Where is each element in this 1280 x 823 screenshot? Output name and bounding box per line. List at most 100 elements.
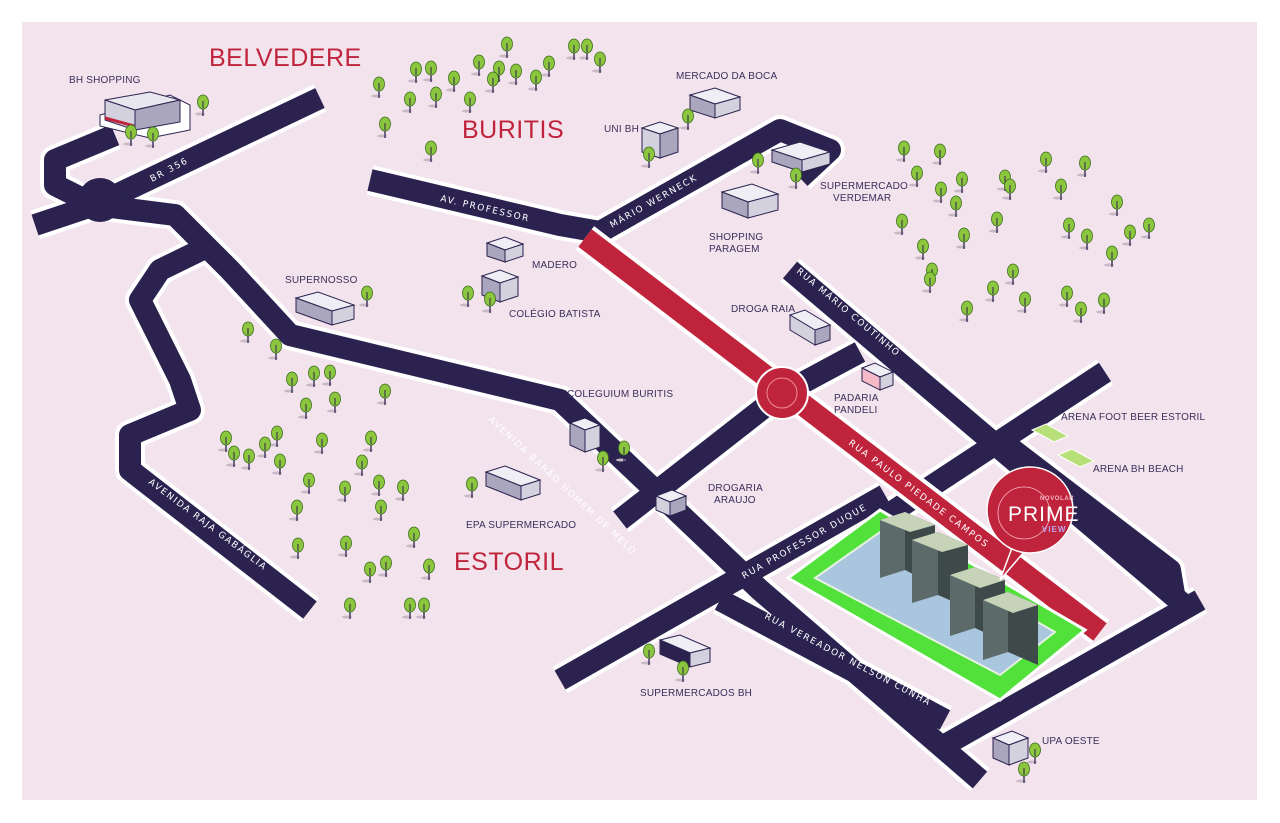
tree-icon bbox=[579, 38, 593, 60]
tree-icon bbox=[314, 432, 328, 454]
building-supermercados-bh[interactable] bbox=[658, 634, 712, 668]
tree-icon bbox=[406, 526, 420, 548]
tree-icon bbox=[322, 364, 336, 386]
tree-icon bbox=[788, 167, 802, 189]
tree-icon bbox=[1104, 245, 1118, 267]
tree-icon bbox=[933, 181, 947, 203]
tree-icon bbox=[423, 140, 437, 162]
label-supermercados-bh: SUPERMERCADOS BH bbox=[640, 688, 752, 699]
pin-name: PRIME bbox=[1008, 503, 1080, 526]
tree-icon bbox=[342, 597, 356, 619]
label-droga-raia: DROGA RAIA bbox=[731, 304, 795, 315]
tree-icon bbox=[377, 116, 391, 138]
tree-icon bbox=[1122, 224, 1136, 246]
building-madero[interactable] bbox=[485, 236, 525, 263]
tree-icon bbox=[373, 499, 387, 521]
tree-icon bbox=[377, 383, 391, 405]
tree-icon bbox=[989, 211, 1003, 233]
tree-icon bbox=[218, 430, 232, 452]
building-arena-bh-beach[interactable] bbox=[1056, 448, 1096, 468]
tree-icon bbox=[272, 453, 286, 475]
label-supernosso: SUPERNOSSO bbox=[285, 275, 358, 286]
tree-icon bbox=[595, 450, 609, 472]
tree-icon bbox=[327, 391, 341, 413]
tree-icon bbox=[1073, 301, 1087, 323]
tree-icon bbox=[268, 338, 282, 360]
tree-icon bbox=[195, 94, 209, 116]
tree-group bbox=[123, 36, 1155, 783]
tree-icon bbox=[428, 86, 442, 108]
tree-icon bbox=[482, 291, 496, 313]
tree-icon bbox=[528, 69, 542, 91]
project-pin-prime-view[interactable]: NOVOLAR PRIME VIEW bbox=[986, 466, 1080, 581]
road-br-356 bbox=[90, 88, 325, 215]
tree-icon bbox=[641, 146, 655, 168]
tree-icon bbox=[378, 555, 392, 577]
tree-icon bbox=[421, 558, 435, 580]
tree-icon bbox=[508, 63, 522, 85]
tree-icon bbox=[402, 91, 416, 113]
tree-icon bbox=[1002, 178, 1016, 200]
building-uni-bh[interactable] bbox=[640, 121, 680, 159]
tree-icon bbox=[1079, 228, 1093, 250]
tree-icon bbox=[362, 561, 376, 583]
label-padaria-pandeli-2: PANDELI bbox=[834, 405, 877, 416]
tree-icon bbox=[1141, 217, 1155, 239]
tree-icon bbox=[954, 171, 968, 193]
building-coleguium-buritis[interactable] bbox=[568, 417, 602, 453]
tree-icon bbox=[932, 143, 946, 165]
label-supermercado-verdemar-2: VERDEMAR bbox=[833, 193, 891, 204]
neighborhood-estoril: ESTORIL bbox=[454, 548, 564, 576]
label-coleguium-buritis: COLEGUIUM BURITIS bbox=[567, 389, 673, 400]
tree-icon bbox=[416, 597, 430, 619]
tree-icon bbox=[641, 643, 655, 665]
tree-icon bbox=[675, 660, 689, 682]
label-upa-oeste: UPA OESTE bbox=[1042, 736, 1100, 747]
tree-icon bbox=[446, 70, 460, 92]
tree-icon bbox=[1109, 194, 1123, 216]
label-madero: MADERO bbox=[532, 260, 577, 271]
building-shopping-paragem[interactable] bbox=[720, 183, 780, 219]
tree-icon bbox=[1061, 217, 1075, 239]
tree-icon bbox=[354, 454, 368, 476]
tree-icon bbox=[306, 365, 320, 387]
building-arena-foot-beer[interactable] bbox=[1030, 423, 1070, 443]
tree-icon bbox=[123, 124, 137, 146]
building-supermercado-verdemar[interactable] bbox=[770, 141, 832, 173]
tree-icon bbox=[290, 537, 304, 559]
tree-icon bbox=[371, 474, 385, 496]
tree-icon bbox=[1053, 178, 1067, 200]
project-site[interactable] bbox=[785, 508, 1088, 702]
tree-icon bbox=[541, 55, 555, 77]
building-epa-supermercado[interactable] bbox=[484, 465, 542, 501]
building-droga-raia[interactable] bbox=[788, 309, 832, 346]
tree-icon bbox=[1077, 155, 1091, 177]
pin-brand: NOVOLAR bbox=[1040, 496, 1074, 502]
label-colegio-batista: COLÉGIO BATISTA bbox=[509, 307, 601, 320]
tree-icon bbox=[1027, 742, 1041, 764]
tree-icon bbox=[915, 238, 929, 260]
building-mercado-da-boca[interactable] bbox=[688, 87, 742, 119]
building-drogaria-araujo[interactable] bbox=[654, 489, 688, 517]
tree-icon bbox=[395, 479, 409, 501]
tree-icon bbox=[337, 480, 351, 502]
tree-icon bbox=[289, 499, 303, 521]
roundabout-br-356 bbox=[78, 178, 122, 222]
tree-icon bbox=[460, 285, 474, 307]
tree-icon bbox=[1038, 151, 1052, 173]
label-drogaria-araujo-1: DROGARIA bbox=[708, 483, 763, 494]
tree-icon bbox=[269, 425, 283, 447]
tree-icon bbox=[462, 91, 476, 113]
tree-icon bbox=[680, 108, 694, 130]
tree-icon bbox=[959, 300, 973, 322]
tree-icon bbox=[423, 60, 437, 82]
tree-icon bbox=[616, 440, 630, 462]
building-padaria-pandeli[interactable] bbox=[860, 362, 895, 391]
tree-icon bbox=[985, 280, 999, 302]
building-bh-shopping[interactable] bbox=[99, 91, 191, 139]
building-supernosso[interactable] bbox=[294, 291, 356, 326]
tree-icon bbox=[338, 535, 352, 557]
tree-icon bbox=[485, 71, 499, 93]
building-upa-oeste[interactable] bbox=[991, 730, 1030, 766]
tree-icon bbox=[948, 195, 962, 217]
